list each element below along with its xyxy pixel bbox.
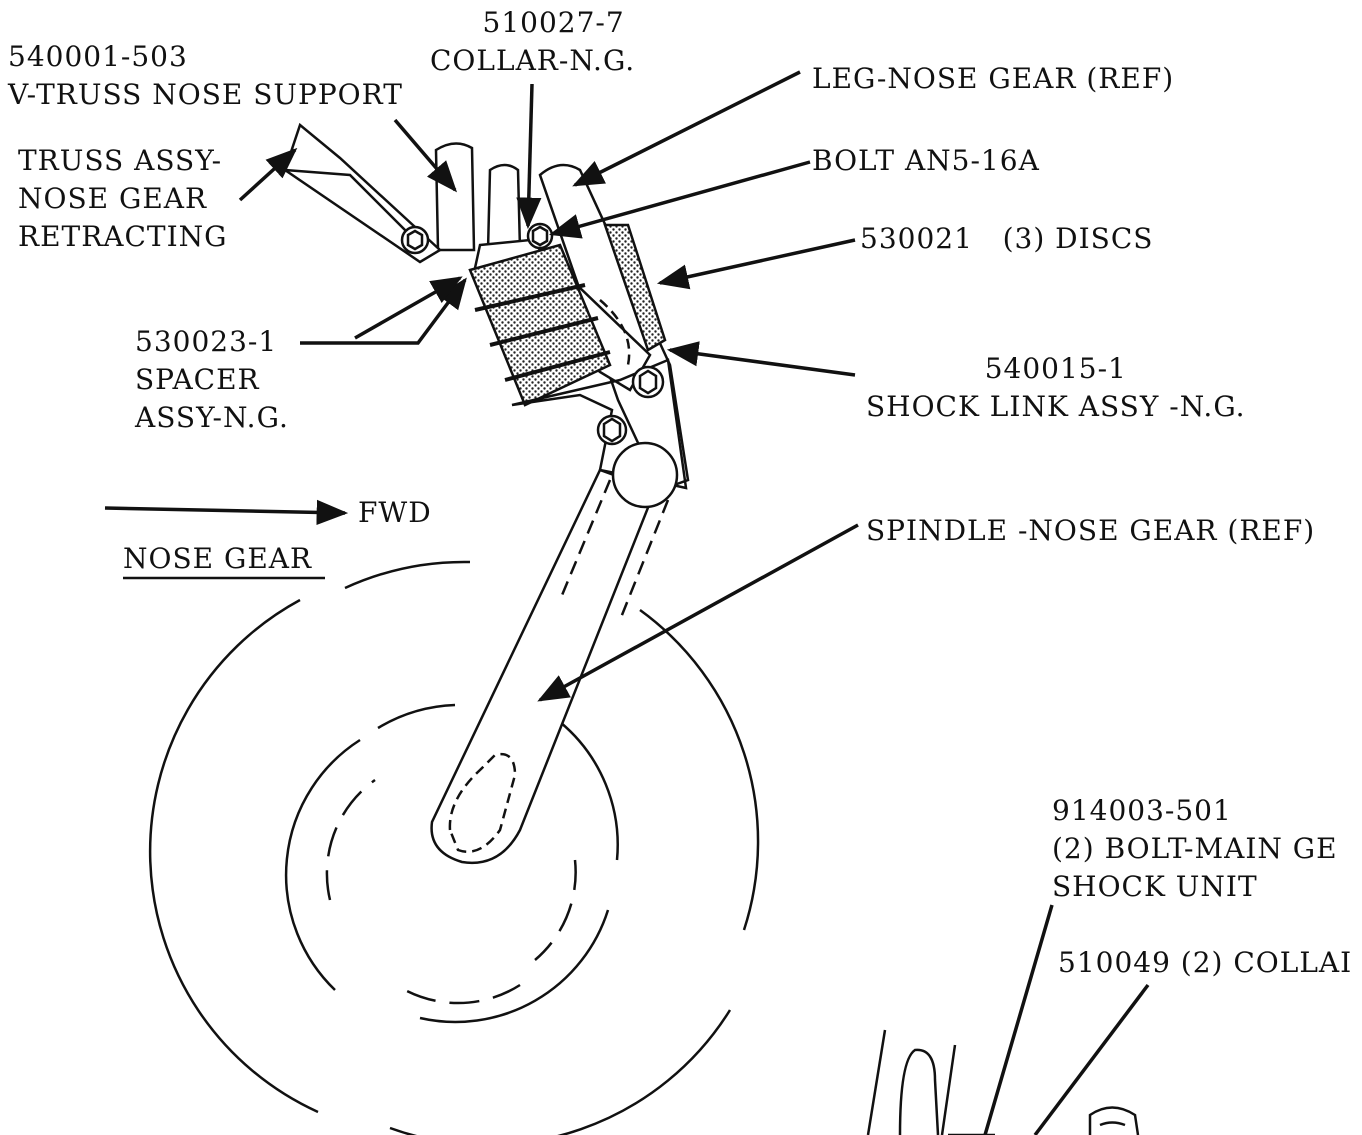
label-discs-part: 530021 xyxy=(860,222,973,255)
label-truss-assy-line1: TRUSS ASSY- xyxy=(18,144,223,177)
tire-outer-arc-top xyxy=(344,560,471,590)
label-collar-part: 510027-7 xyxy=(482,6,625,39)
label-main-bolt-line2: (2) BOLT-MAIN GE xyxy=(1052,832,1338,865)
label-spacer-part: 530023-1 xyxy=(135,325,278,358)
label-spindle: SPINDLE -NOSE GEAR (REF) xyxy=(866,514,1316,547)
leg-assembly xyxy=(283,122,690,509)
label-shock-link-part: 540015-1 xyxy=(984,352,1127,385)
tire-outer-arc-right xyxy=(639,608,760,931)
label-truss-assy-line2: NOSE GEAR xyxy=(18,182,208,215)
leader-lines xyxy=(104,70,1150,1135)
hub-arc-right xyxy=(534,859,577,961)
label-spacer-line2: SPACER xyxy=(135,363,260,396)
label-spacer: 530023-1 SPACER ASSY-N.G. xyxy=(135,323,289,437)
label-collar-name: COLLAR-N.G. xyxy=(430,44,636,77)
label-discs: 530021 (3) DISCS xyxy=(860,220,1153,258)
label-discs-name: (3) DISCS xyxy=(1002,222,1154,255)
nose-wheel xyxy=(148,560,760,1135)
v-truss-tube-right xyxy=(486,163,522,252)
label-truss-assy: TRUSS ASSY- NOSE GEAR RETRACTING xyxy=(18,142,228,256)
label-leg: LEG-NOSE GEAR (REF) xyxy=(812,62,1175,95)
link-dashed-edge xyxy=(599,299,631,366)
label-spacer-line3: ASSY-N.G. xyxy=(135,401,289,434)
tire-outer-arc-bottom xyxy=(389,1009,732,1135)
label-v-truss: 540001-503 V-TRUSS NOSE SUPPORT xyxy=(8,38,403,114)
label-main-bolt-line3: SHOCK UNIT xyxy=(1052,870,1258,903)
label-main-collar: 510049 (2) COLLAI xyxy=(1058,946,1353,979)
truss-arm-brace xyxy=(284,168,421,246)
spindle-strut xyxy=(430,468,670,865)
hub-arc-left xyxy=(325,778,376,901)
rim-arc-right xyxy=(559,721,619,861)
label-fwd: FWD xyxy=(358,496,432,529)
label-main-bolt: 914003-501 (2) BOLT-MAIN GE SHOCK UNIT xyxy=(1052,792,1338,906)
bolt-hex-shock xyxy=(638,369,658,395)
label-shock-link: 540015-1 SHOCK LINK ASSY -N.G. xyxy=(866,350,1246,426)
v-truss-tube-left xyxy=(434,142,476,252)
bolt-hex-lower xyxy=(602,417,622,443)
shock-pads xyxy=(468,243,612,407)
rim-arc-left xyxy=(284,738,361,991)
bolt-hex-top xyxy=(531,225,549,247)
label-v-truss-name: V-TRUSS NOSE SUPPORT xyxy=(8,78,403,111)
label-shock-link-name: SHOCK LINK ASSY -N.G. xyxy=(866,390,1246,423)
label-bolt: BOLT AN5-16A xyxy=(812,144,1040,177)
tire-outer-arc-left xyxy=(148,598,319,1114)
label-main-bolt-part: 914003-501 xyxy=(1052,794,1232,827)
rim-arc-bottom xyxy=(419,909,610,1024)
bolt-hex-truss xyxy=(406,229,424,251)
right-disc-pads xyxy=(603,223,667,352)
label-nose-gear-title: NOSE GEAR xyxy=(123,542,313,575)
label-v-truss-part: 540001-503 xyxy=(8,40,188,73)
rim-arc-top xyxy=(377,703,456,730)
label-truss-assy-line3: RETRACTING xyxy=(18,220,228,253)
hub-arc-bottom xyxy=(404,983,521,1005)
spindle-joint xyxy=(611,441,679,509)
main-gear-fragment xyxy=(866,1029,1140,1135)
label-collar: 510027-7 COLLAR-N.G. xyxy=(430,4,635,80)
